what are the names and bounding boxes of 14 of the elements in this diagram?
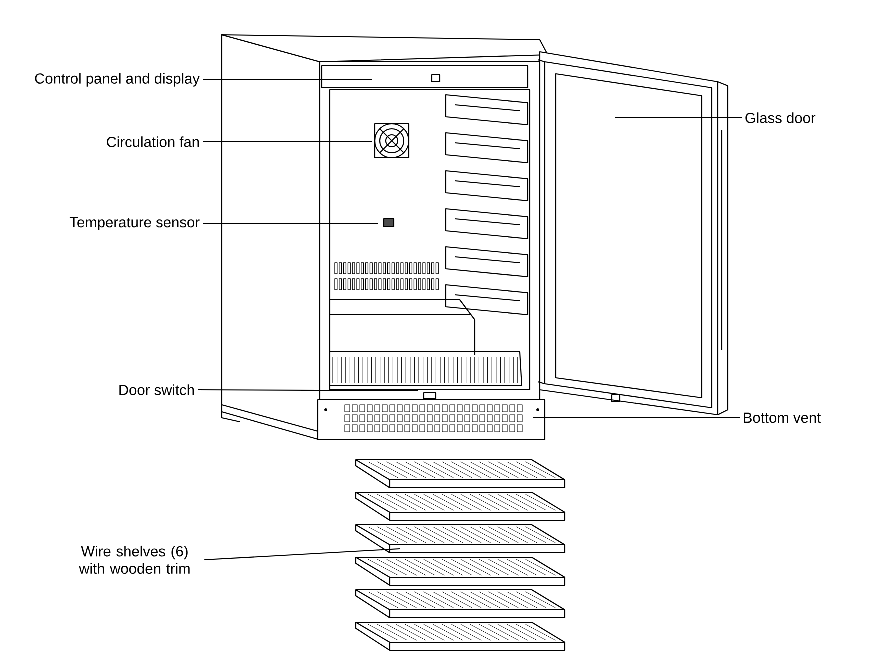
- leader-line: [203, 141, 372, 143]
- leader-line: [533, 417, 740, 419]
- leader-line: [204, 548, 400, 561]
- part-label: Wire shelves (6) with wooden trim: [79, 546, 190, 574]
- part-label: Glass door: [746, 112, 816, 124]
- part-label: Temperature sensor: [70, 217, 200, 231]
- leader-line: [203, 79, 372, 81]
- part-label: Bottom vent: [744, 412, 822, 424]
- part-label: Circulation fan: [107, 136, 200, 148]
- part-label: Control panel and display: [35, 73, 200, 87]
- leader-line: [198, 389, 418, 392]
- leader-line: [615, 117, 742, 119]
- part-label: Door switch: [120, 384, 194, 396]
- leader-line: [203, 223, 378, 225]
